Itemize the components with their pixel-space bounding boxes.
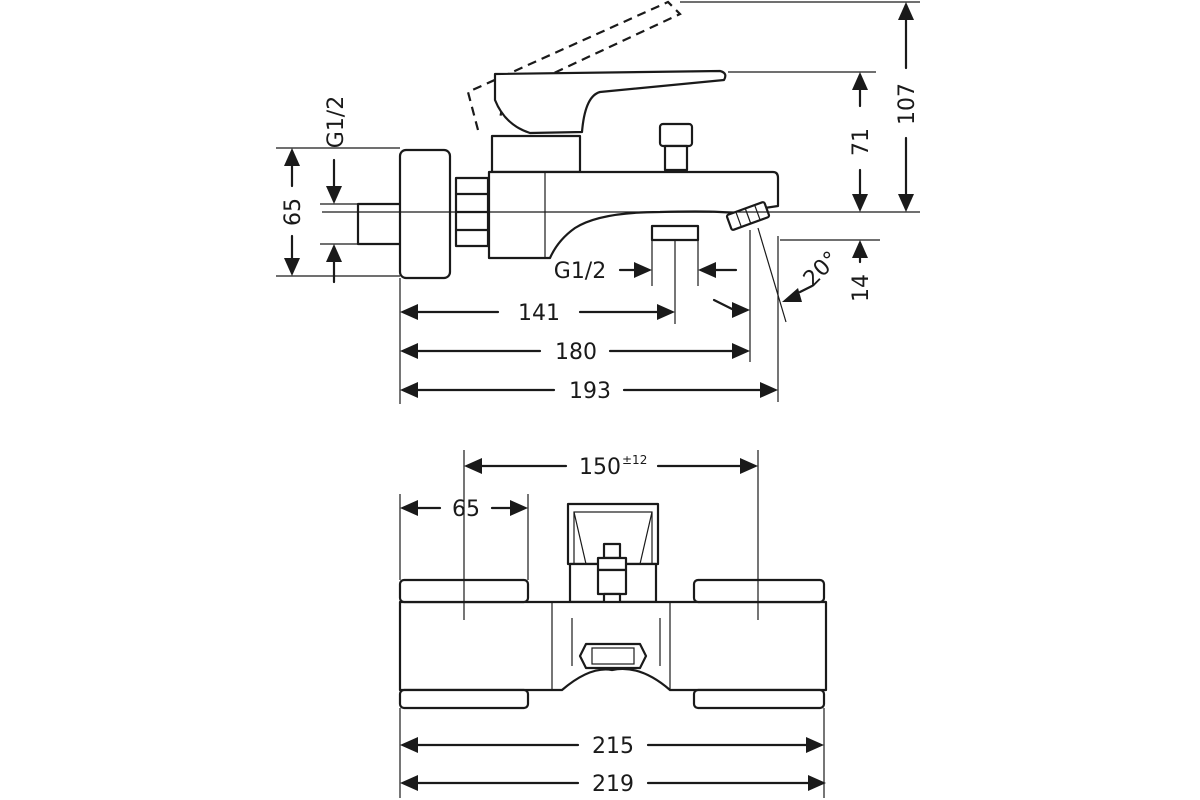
dim-193-label: 193 xyxy=(569,379,611,404)
dim-65-top-label: 65 xyxy=(452,497,480,522)
dim-thread-left: G1/2 xyxy=(320,96,358,284)
dim-141-label: 141 xyxy=(518,301,560,326)
dim-71-label: 71 xyxy=(849,128,874,156)
left-flange-bottom xyxy=(398,688,530,710)
top-diverter xyxy=(596,542,628,606)
side-view: 65 G1/2 G1/2 xyxy=(276,0,920,404)
dim-150: 150 ±12 xyxy=(464,453,758,480)
angle-label: 20° xyxy=(799,247,844,292)
dim-215: 215 xyxy=(399,708,825,798)
inlet-stub xyxy=(356,202,405,246)
dim-193: 193 xyxy=(400,236,779,404)
dim-215-label: 215 xyxy=(592,734,634,759)
dim-150-tolerance: ±12 xyxy=(622,453,647,467)
dim-219-label: 219 xyxy=(592,772,634,797)
dim-141: 141 xyxy=(399,240,676,404)
dim-180-label: 180 xyxy=(555,340,597,365)
dim-thread-bottom: G1/2 xyxy=(554,240,738,286)
aerator xyxy=(725,201,771,231)
top-view: 150 ±12 65 215 2 xyxy=(398,450,828,798)
dim-angle: 20° xyxy=(757,227,844,323)
bottom-outlet xyxy=(650,224,700,242)
dim-14-label: 14 xyxy=(849,274,874,302)
wall-flange xyxy=(398,148,452,280)
dim-180: 180 xyxy=(400,230,751,365)
thread-left-label: G1/2 xyxy=(324,96,349,148)
cartridge-column xyxy=(490,134,582,174)
top-aerator xyxy=(578,642,648,670)
dim-219: 219 xyxy=(400,772,826,797)
dim-150-label: 150 xyxy=(579,455,621,480)
right-flange-top xyxy=(692,578,826,604)
diverter-knob xyxy=(658,122,694,172)
dim-71: 71 xyxy=(728,71,876,212)
dim-65-top: 65 xyxy=(399,494,529,580)
lever-handle xyxy=(493,69,727,135)
dim-107: 107 xyxy=(680,1,920,212)
right-flange-bottom xyxy=(692,688,826,710)
dim-107-label: 107 xyxy=(895,83,920,125)
dim-65-label: 65 xyxy=(281,198,306,226)
dim-65-vertical: 65 xyxy=(276,147,400,277)
dim-14: 14 xyxy=(780,239,880,302)
thread-bottom-label: G1/2 xyxy=(554,259,606,284)
